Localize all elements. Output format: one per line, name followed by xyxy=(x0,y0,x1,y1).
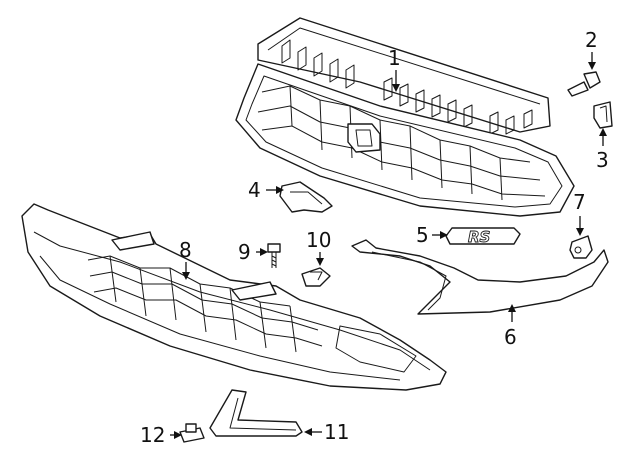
lower-grille xyxy=(21,203,447,391)
bolt-2 xyxy=(567,71,601,97)
lower-trim-6 xyxy=(351,239,609,315)
callout-10: 10 xyxy=(306,228,332,252)
bracket-4 xyxy=(279,181,333,213)
upper-grille xyxy=(235,17,575,217)
pushpin-12 xyxy=(179,423,205,443)
callout-7: 7 xyxy=(573,190,586,214)
callout-1: 1 xyxy=(388,46,401,70)
leader-lines xyxy=(170,52,607,439)
callout-6: 6 xyxy=(504,325,517,349)
callout-3: 3 xyxy=(596,148,609,172)
rs-emblem-5: RS xyxy=(445,227,521,246)
callout-11: 11 xyxy=(324,420,350,444)
callout-8: 8 xyxy=(179,238,192,262)
callout-2: 2 xyxy=(585,28,598,52)
deflector-11 xyxy=(209,389,303,437)
callout-12: 12 xyxy=(140,423,166,447)
clip-10 xyxy=(301,267,331,287)
screw-9 xyxy=(267,243,281,268)
callout-4: 4 xyxy=(248,178,261,202)
callout-5: 5 xyxy=(416,223,429,247)
clip-3 xyxy=(593,101,613,129)
plug-7 xyxy=(569,235,593,259)
emblem-lettering: RS xyxy=(468,228,490,246)
callout-9: 9 xyxy=(238,240,251,264)
